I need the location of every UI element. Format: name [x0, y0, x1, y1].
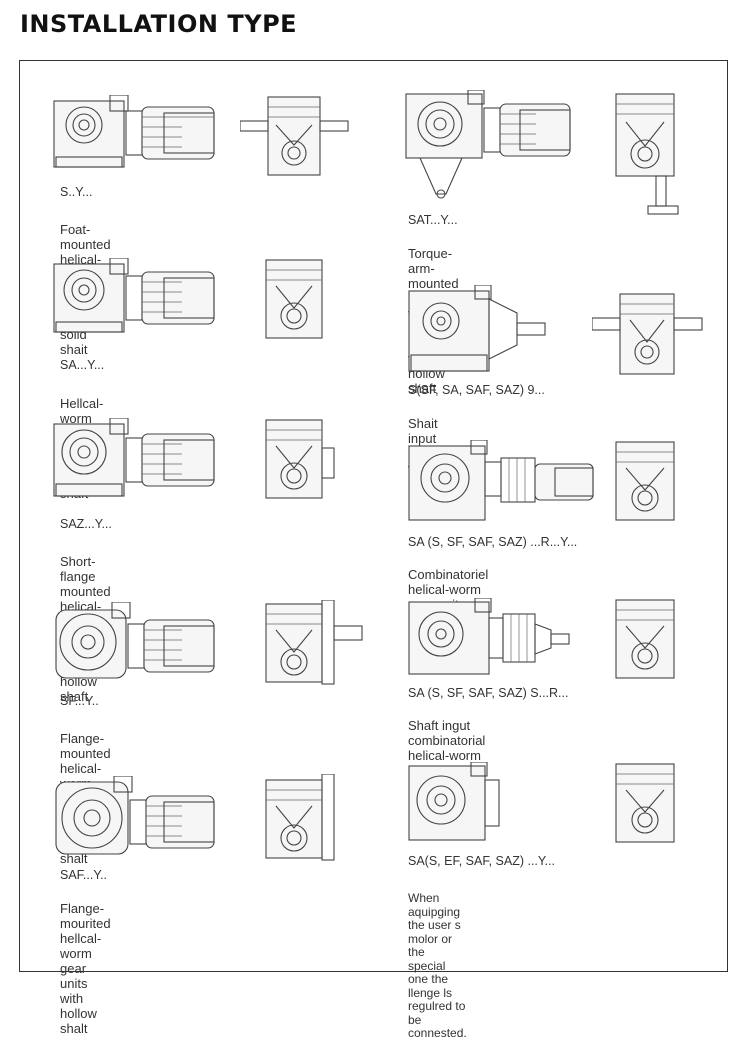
description: When aquipging the user s molor or the s… — [408, 891, 467, 1041]
gearmotor-front-view-drawing — [55, 776, 215, 855]
gearmotor-side-view-drawing — [265, 774, 335, 861]
page-title: INSTALLATION TYPE — [20, 10, 298, 38]
gearmotor-front-view-drawing — [55, 602, 215, 679]
gearmotor-side-view-drawing — [615, 599, 675, 679]
gearmotor-side-view-drawing — [615, 763, 675, 843]
gearmotor-side-view-drawing — [265, 600, 363, 685]
description-line: Shaft ingut combinatorial helical-worm — [408, 718, 486, 763]
gearmotor-side-view-drawing — [615, 93, 679, 215]
gearmotor-front-view-drawing — [53, 418, 215, 497]
model-code: S..Y... — [60, 185, 93, 199]
gearmotor-front-view-drawing — [405, 90, 571, 199]
gearmotor-side-view-drawing — [265, 259, 323, 339]
gearmotor-side-view-drawing — [265, 419, 335, 499]
model-code: SA(S, EF, SAF, SAZ) ...Y... — [408, 854, 556, 868]
model-code: SA (S, SF, SAF, SAZ) ...R...Y... — [408, 535, 578, 549]
gearmotor-front-view-drawing — [408, 762, 500, 841]
gearmotor-front-view-drawing — [408, 285, 546, 372]
gearmotor-side-view-drawing — [615, 441, 675, 521]
installation-panel — [19, 60, 728, 972]
description: Flange-mourited hellcal-worm gear units … — [60, 901, 111, 1036]
model-code: SAF...Y.. — [60, 868, 108, 882]
model-code: SAT...Y... — [408, 213, 458, 227]
description-line: with hollow shalt — [60, 991, 97, 1036]
description-line: When aquipging the user s molor or the — [408, 891, 461, 959]
model-code: SF...Y.. — [60, 694, 99, 708]
description-line: connested. — [408, 1026, 467, 1040]
gearmotor-front-view-drawing — [53, 95, 215, 168]
model-code: SA (S, SF, SAF, SAZ) S...R... — [408, 686, 569, 700]
gearmotor-front-view-drawing — [53, 258, 215, 333]
model-code: SAZ...Y... — [60, 517, 112, 531]
description-line: special one the llenge ls regulred to be — [408, 958, 466, 1027]
gearmotor-side-view-drawing — [592, 293, 703, 375]
gearmotor-front-view-drawing — [408, 440, 594, 521]
model-code: SA...Y... — [60, 358, 105, 372]
model-code: S(SF, SA, SAF, SAZ) 9... — [408, 383, 545, 397]
description-line: Flange-mourited hellcal-worm gear units — [60, 901, 111, 991]
gearmotor-side-view-drawing — [240, 96, 349, 176]
gearmotor-front-view-drawing — [408, 598, 570, 675]
